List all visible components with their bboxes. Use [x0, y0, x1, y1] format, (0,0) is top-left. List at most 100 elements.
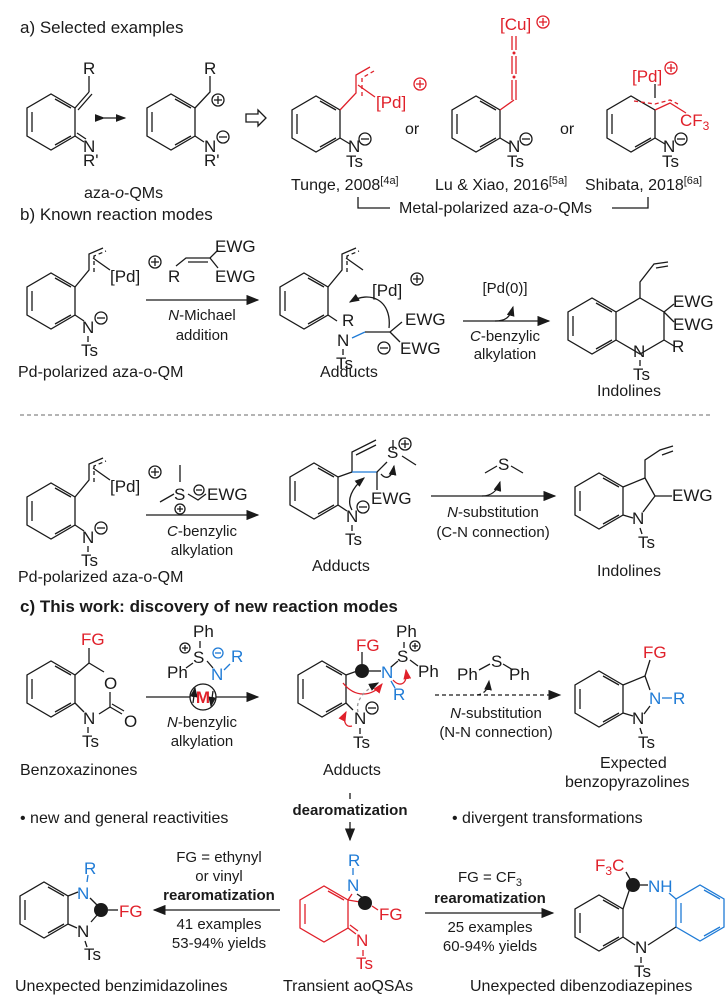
svg-text:N: N	[632, 709, 644, 728]
metal-label: M	[196, 688, 210, 707]
lu-xiao-citation: Lu & Xiao, 2016[5a]	[435, 175, 567, 194]
svg-text:N: N	[83, 137, 95, 156]
c-benzylic-label-2: C-benzylic	[167, 523, 238, 540]
svg-text:R: R	[84, 859, 96, 878]
svg-text:R: R	[168, 267, 180, 286]
section-a-heading: a) Selected examples	[20, 18, 183, 37]
svg-text:Ts: Ts	[336, 354, 353, 373]
svg-text:S: S	[174, 485, 185, 504]
benzoxazinones-label: Benzoxazinones	[20, 762, 137, 779]
shibata-citation: Shibata, 2018[6a]	[585, 175, 702, 194]
pd-polarized-label-1: Pd-polarized aza-o-QM	[18, 364, 183, 381]
n-benzylic-label: N-benzylic	[167, 714, 238, 731]
svg-text:N: N	[663, 137, 675, 156]
rearomatization-label-left: rearomatization	[163, 887, 275, 904]
aza-o-qm-zwitterion: R N R'	[146, 59, 230, 170]
svg-text:N: N	[346, 507, 358, 526]
svg-text:N: N	[337, 331, 349, 350]
svg-text:N: N	[211, 665, 223, 684]
tunge-structure: [Pd] N Ts	[291, 66, 427, 171]
pd-polarized-label-2: Pd-polarized aza-o-QM	[18, 569, 183, 586]
dearomatization-label: dearomatization	[292, 802, 407, 819]
lu-xiao-structure: [Cu] N Ts	[451, 15, 550, 171]
adduct-b1: [Pd] R N EWG EWG Ts	[279, 247, 446, 373]
svg-text:N: N	[347, 876, 359, 895]
svg-text:FG: FG	[643, 643, 667, 662]
svg-text:S: S	[193, 648, 204, 667]
svg-text:R: R	[673, 689, 685, 708]
n-substitution-label-2: N-substitution	[450, 705, 542, 722]
svg-text:EWG: EWG	[215, 237, 256, 256]
svg-text:R: R	[231, 647, 243, 666]
michael-acceptor: R EWG EWG	[168, 237, 256, 286]
svg-text:EWG: EWG	[207, 485, 248, 504]
svg-text:Ph: Ph	[396, 622, 417, 641]
svg-text:S: S	[387, 443, 398, 462]
sulfur-ylide: S EWG	[159, 465, 248, 515]
svg-text:Ph: Ph	[509, 665, 530, 684]
svg-text:EWG: EWG	[405, 310, 446, 329]
svg-text:Ph: Ph	[193, 622, 214, 641]
alkylation-label-3: alkylation	[171, 733, 234, 750]
svg-text:NH: NH	[648, 877, 673, 896]
alkylation-label-2: alkylation	[171, 542, 234, 559]
svg-text:EWG: EWG	[371, 489, 412, 508]
transient-aoqsa: N R FG N Ts	[299, 851, 403, 973]
svg-text:N: N	[82, 528, 94, 547]
svg-text:R: R	[393, 685, 405, 704]
svg-text:N: N	[632, 509, 644, 528]
svg-text:Ts: Ts	[82, 732, 99, 751]
svg-text:EWG: EWG	[215, 267, 256, 286]
metal-catalyst-cycle: M	[189, 683, 217, 711]
cf3-group: CF3	[680, 111, 710, 133]
svg-text:R: R	[83, 59, 95, 78]
diphenyl-sulfide: Ph S Ph	[457, 652, 530, 684]
svg-text:R: R	[204, 59, 216, 78]
svg-text:Ts: Ts	[633, 365, 650, 384]
svg-text:S: S	[498, 455, 509, 474]
dimethyl-sulfide: S	[484, 455, 524, 474]
svg-text:N: N	[348, 137, 360, 156]
svg-text:Ts: Ts	[638, 733, 655, 752]
n-substitution-label-1: N-substitution	[447, 504, 539, 521]
shibata-structure: [Pd] CF3 N Ts	[606, 61, 710, 171]
svg-text:Ts: Ts	[662, 152, 679, 171]
svg-text:Ts: Ts	[81, 341, 98, 360]
svg-text:FG: FG	[119, 902, 143, 921]
svg-text:Ts: Ts	[638, 533, 655, 552]
svg-text:N: N	[77, 922, 89, 941]
svg-text:R: R	[348, 851, 360, 870]
svg-text:N: N	[82, 318, 94, 337]
svg-text:EWG: EWG	[673, 292, 714, 311]
adducts-label-2: Adducts	[312, 558, 370, 575]
svg-text:N: N	[83, 709, 95, 728]
pd0-label: [Pd(0)]	[482, 280, 527, 297]
product-b2: EWG N Ts	[574, 445, 713, 552]
alkylation-label-1: alkylation	[474, 346, 537, 363]
benzopyrazoline: FG N R N Ts	[574, 643, 685, 752]
svg-text:N: N	[381, 663, 393, 682]
adduct-c: FG N R S Ph Ph N Ts	[297, 622, 439, 752]
or-vinyl-label: or vinyl	[195, 868, 243, 885]
svg-text:Ph: Ph	[167, 663, 188, 682]
svg-text:Ts: Ts	[356, 954, 373, 973]
svg-text:R: R	[342, 311, 354, 330]
dibenzodiazepines-label: Unexpected dibenzodiazepines	[470, 978, 692, 995]
indolines-label-1: Indolines	[597, 383, 661, 400]
or-label-2: or	[560, 121, 575, 138]
svg-text:N: N	[649, 689, 661, 708]
addition-label: addition	[176, 327, 229, 344]
svg-text:Ts: Ts	[634, 962, 651, 981]
svg-text:[Cu]: [Cu]	[500, 15, 531, 34]
svg-text:N: N	[508, 137, 520, 156]
fg-cf3-label: FG = CF3	[458, 869, 522, 889]
rearomatization-label-right: rearomatization	[434, 890, 546, 907]
svg-text:EWG: EWG	[672, 486, 713, 505]
svg-text:O: O	[104, 674, 117, 693]
svg-text:Ph: Ph	[418, 662, 439, 681]
svg-text:FG: FG	[356, 636, 380, 655]
svg-text:Ts: Ts	[507, 152, 524, 171]
svg-text:Ts: Ts	[84, 945, 101, 964]
aza-o-qms-label: aza-o-QMs	[84, 185, 163, 202]
